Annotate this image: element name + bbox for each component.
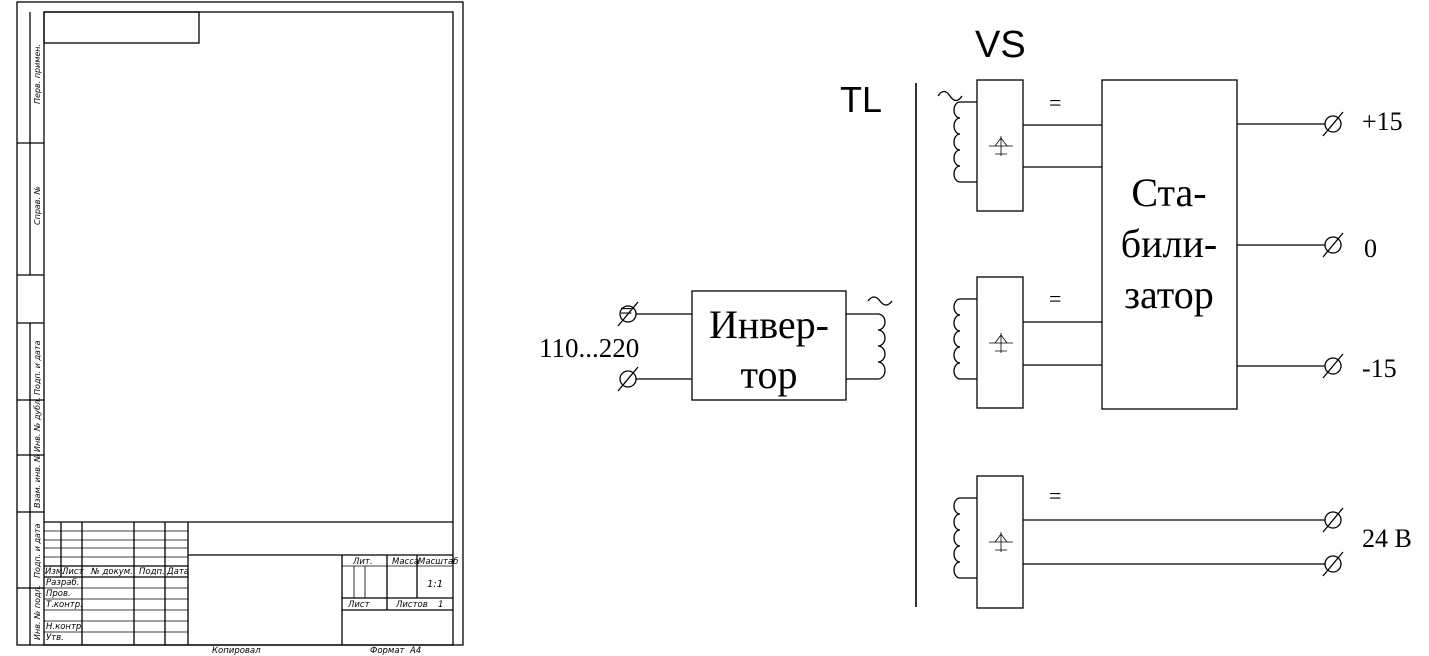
secondary-ac-symbol — [937, 90, 963, 102]
stabilizer-label-line1: Ста- — [1131, 170, 1206, 215]
rectifier-1 — [976, 79, 1024, 212]
stamp-row-prov: Пров. — [46, 589, 71, 599]
title-block: Изм. Лист № докум. Подп. Дата Разраб. Пр… — [44, 521, 458, 656]
stabilizer-label-line3: затор — [1124, 272, 1213, 317]
output-terminal-zero — [1324, 236, 1342, 254]
stabilizer-block: Ста- били- затор — [1101, 79, 1238, 410]
stamp-row-nkontr: Н.контр. — [46, 622, 84, 632]
stamp-sheets: Листов — [395, 600, 428, 610]
diode-icon-1 — [989, 136, 1013, 156]
diode-icon-3 — [989, 532, 1013, 552]
output-terminal-24v-1 — [1324, 511, 1342, 529]
diode-icon-2 — [989, 333, 1013, 353]
stamp-format-value: A4 — [409, 646, 421, 656]
secondary-winding-2 — [953, 298, 977, 380]
output-label-plus15: +15 — [1362, 107, 1403, 136]
stamp-row-tkontr: Т.контр. — [46, 600, 83, 610]
input-dc-symbol: = — [620, 298, 632, 323]
stamp-header-podp: Подп. — [139, 567, 165, 577]
stamp-scale: Масштаб — [418, 557, 458, 567]
stabilizer-label-line2: били- — [1121, 221, 1217, 266]
secondary-winding-3 — [953, 497, 977, 579]
rectifier-3 — [976, 475, 1024, 609]
stamp-header-list: Лист — [61, 567, 85, 577]
side-label-inv-dubl: Инв. № дубл. — [33, 397, 42, 452]
inverter-label-line1: Инвер- — [709, 302, 829, 347]
output-label-zero: 0 — [1364, 234, 1377, 263]
stamp-mass: Масса — [392, 557, 419, 567]
side-label-inv-podl: Инв. № подл. — [33, 585, 42, 640]
inverter-label-line2: тор — [741, 352, 798, 397]
schematic: VS TL = 110...220 Инвер- тор — [539, 24, 1412, 609]
stamp-sheet: Лист — [347, 600, 371, 610]
secondary-winding-1 — [953, 101, 977, 183]
inverter-output-winding — [877, 313, 886, 380]
stamp-header-data: Дата — [166, 567, 189, 577]
sheet-border — [16, 1, 464, 646]
side-label-podp-data-2: Подп. и дата — [33, 523, 42, 578]
label-tl: TL — [840, 79, 882, 120]
output-label-24v: 24 В — [1362, 524, 1412, 553]
output-terminal-24v-2 — [1324, 555, 1342, 573]
stamp-row-utv: Утв. — [46, 633, 64, 643]
label-vs: VS — [975, 24, 1026, 66]
rectifier-channel-2: = — [953, 276, 1102, 409]
side-label-podp-data-1: Подп. и дата — [33, 340, 42, 395]
inverter-ac-symbol — [867, 296, 893, 306]
dc-symbol-2: = — [1049, 286, 1061, 311]
side-label-vzam-inv: Взам. инв. № — [33, 454, 42, 508]
stamp-copied: Копировал — [212, 646, 261, 656]
stamp-sheets-value: 1 — [438, 600, 443, 610]
input-terminals: = 110...220 — [539, 298, 692, 392]
stamp-header-izm: Изм. — [45, 567, 65, 577]
stamp-header-n-dokum: № докум. — [90, 567, 133, 577]
stamp-row-razrab: Разраб. — [46, 578, 79, 588]
rectifier-channel-1: = — [937, 79, 1102, 212]
output-label-minus15: -15 — [1362, 354, 1397, 383]
left-strip: Перв. примен. Справ. № Подп. и дата Инв.… — [17, 12, 44, 645]
output-terminal-minus15 — [1324, 357, 1342, 375]
dc-symbol-1: = — [1049, 90, 1061, 115]
top-designation-box — [43, 11, 200, 44]
stamp-lit: Лит. — [352, 557, 373, 567]
input-voltage-label: 110...220 — [539, 333, 639, 363]
side-label-sprav: Справ. № — [33, 186, 42, 225]
stamp-scale-value: 1:1 — [427, 579, 443, 590]
dc-symbol-3: = — [1049, 483, 1061, 508]
stamp-format: Формат — [370, 646, 406, 656]
inverter-block: Инвер- тор — [691, 290, 893, 401]
stabilizer-outputs: +15 0 -15 — [1237, 107, 1403, 383]
rectifier-channel-3: = 24 В — [953, 475, 1412, 609]
side-label-perv-primen: Перв. примен. — [33, 44, 42, 104]
drawing-frame: Перв. примен. Справ. № Подп. и дата Инв.… — [16, 1, 464, 656]
inner-frame — [43, 11, 454, 646]
output-terminal-plus15 — [1324, 115, 1342, 133]
rectifier-2 — [976, 276, 1024, 409]
